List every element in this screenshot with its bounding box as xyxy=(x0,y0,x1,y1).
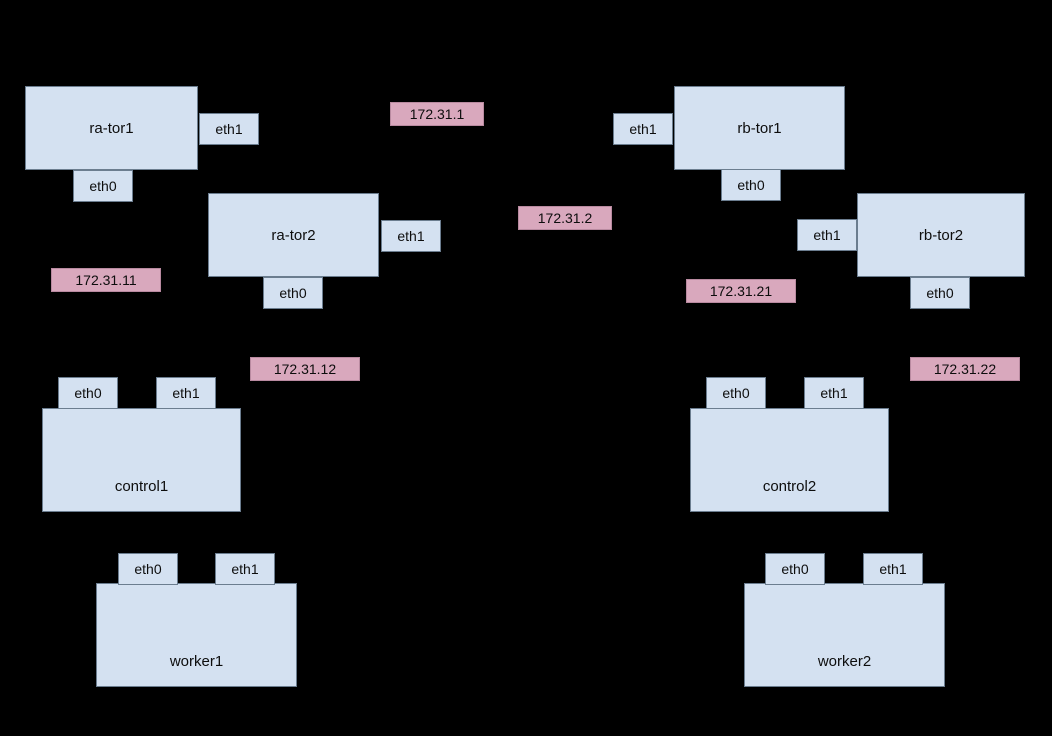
interface-rb-tor1-eth0[interactable]: eth0 xyxy=(721,169,781,201)
interface-label: eth1 xyxy=(172,385,200,401)
network-label-net-172-31-12[interactable]: 172.31.12 xyxy=(250,357,360,381)
network-label-net-172-31-11[interactable]: 172.31.11 xyxy=(51,268,161,292)
node-label: rb-tor2 xyxy=(918,226,964,244)
interface-ra-tor1-eth0[interactable]: eth0 xyxy=(73,170,133,202)
interface-label: eth1 xyxy=(231,561,259,577)
interface-rb-tor2-eth1[interactable]: eth1 xyxy=(797,219,857,251)
interface-ra-tor2-eth0[interactable]: eth0 xyxy=(263,277,323,309)
node-worker1[interactable]: worker1 xyxy=(96,583,297,687)
node-label: control2 xyxy=(762,478,817,495)
node-worker2[interactable]: worker2 xyxy=(744,583,945,687)
network-label-text: 172.31.1 xyxy=(409,106,465,122)
node-control2[interactable]: control2 xyxy=(690,408,889,512)
interface-worker2-eth0[interactable]: eth0 xyxy=(765,553,825,585)
interface-label: eth1 xyxy=(629,121,657,137)
network-label-net-172-31-21[interactable]: 172.31.21 xyxy=(686,279,796,303)
network-label-text: 172.31.11 xyxy=(75,272,137,288)
interface-rb-tor2-eth0[interactable]: eth0 xyxy=(910,277,970,309)
interface-control1-eth0[interactable]: eth0 xyxy=(58,377,118,409)
interface-label: eth1 xyxy=(397,228,425,244)
interface-control2-eth1[interactable]: eth1 xyxy=(804,377,864,409)
interface-label: eth1 xyxy=(813,227,841,243)
node-label: worker1 xyxy=(169,653,224,670)
node-rb-tor1[interactable]: rb-tor1 xyxy=(674,86,845,170)
network-label-text: 172.31.21 xyxy=(709,283,773,299)
network-label-net-172-31-22[interactable]: 172.31.22 xyxy=(910,357,1020,381)
node-label: control1 xyxy=(114,478,169,495)
node-ra-tor2[interactable]: ra-tor2 xyxy=(208,193,379,277)
interface-rb-tor1-eth1[interactable]: eth1 xyxy=(613,113,673,145)
interface-worker1-eth0[interactable]: eth0 xyxy=(118,553,178,585)
interface-label: eth1 xyxy=(879,561,907,577)
interface-label: eth0 xyxy=(926,285,954,301)
interface-worker2-eth1[interactable]: eth1 xyxy=(863,553,923,585)
node-ra-tor1[interactable]: ra-tor1 xyxy=(25,86,198,170)
network-label-text: 172.31.12 xyxy=(273,361,337,377)
network-label-net-172-31-2[interactable]: 172.31.2 xyxy=(518,206,612,230)
interface-control2-eth0[interactable]: eth0 xyxy=(706,377,766,409)
interface-label: eth0 xyxy=(89,178,117,194)
node-label: worker2 xyxy=(817,653,872,670)
interface-label: eth0 xyxy=(134,561,162,577)
node-label: ra-tor1 xyxy=(89,119,134,137)
node-control1[interactable]: control1 xyxy=(42,408,241,512)
interface-ra-tor1-eth1[interactable]: eth1 xyxy=(199,113,259,145)
interface-label: eth0 xyxy=(279,285,307,301)
network-label-text: 172.31.2 xyxy=(537,210,593,226)
interface-label: eth1 xyxy=(820,385,848,401)
interface-control1-eth1[interactable]: eth1 xyxy=(156,377,216,409)
interface-ra-tor2-eth1[interactable]: eth1 xyxy=(381,220,441,252)
interface-label: eth0 xyxy=(74,385,102,401)
interface-label: eth0 xyxy=(781,561,809,577)
interface-label: eth0 xyxy=(737,177,765,193)
network-label-text: 172.31.22 xyxy=(933,361,997,377)
node-rb-tor2[interactable]: rb-tor2 xyxy=(857,193,1025,277)
interface-label: eth1 xyxy=(215,121,243,137)
node-label: rb-tor1 xyxy=(737,119,782,137)
node-label: ra-tor2 xyxy=(271,226,316,244)
interface-worker1-eth1[interactable]: eth1 xyxy=(215,553,275,585)
interface-label: eth0 xyxy=(722,385,750,401)
network-label-net-172-31-1[interactable]: 172.31.1 xyxy=(390,102,484,126)
